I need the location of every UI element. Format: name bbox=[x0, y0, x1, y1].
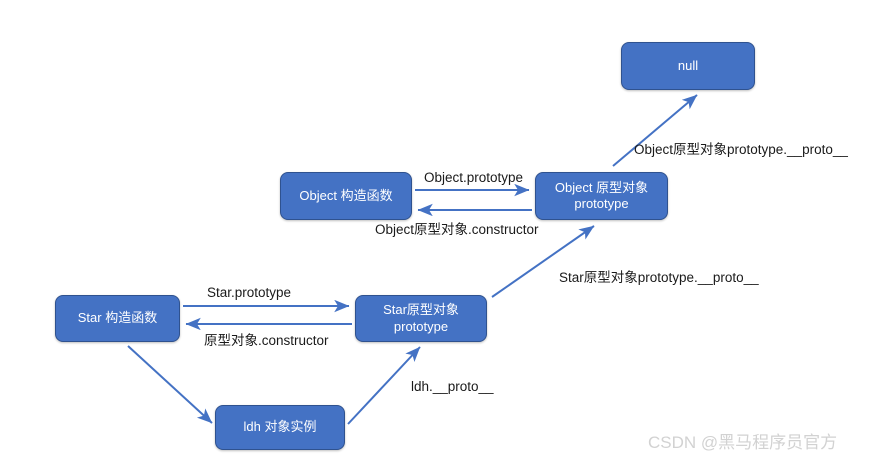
edge-label-star-prototype-to-star-constructor: 原型对象.constructor bbox=[204, 333, 329, 348]
star-prototype-node[interactable]: Star原型对象 prototype bbox=[355, 295, 487, 342]
edge-label-ldh-to-star-prototype: ldh.__proto__ bbox=[411, 379, 494, 394]
object-constructor-node[interactable]: Object 构造函数 bbox=[280, 172, 412, 220]
star-constructor-node[interactable]: Star 构造函数 bbox=[55, 295, 180, 342]
null-node[interactable]: null bbox=[621, 42, 755, 90]
ldh-instance-label-line1: ldh 对象实例 bbox=[243, 419, 317, 435]
edge-label-object-constructor-to-object-prototype: Object.prototype bbox=[424, 170, 524, 185]
star-constructor-label-line1: Star 构造函数 bbox=[77, 310, 158, 326]
star-prototype-label-line2: prototype bbox=[393, 318, 449, 334]
object-prototype-node[interactable]: Object 原型对象 prototype bbox=[535, 172, 668, 220]
object-prototype-label-line2: prototype bbox=[574, 196, 629, 211]
edge-label-star-constructor-to-star-prototype: Star.prototype bbox=[207, 285, 292, 300]
object-constructor-label-line1: Object 构造函数 bbox=[299, 187, 393, 203]
arrow-ldh-to-star-prototype bbox=[347, 346, 421, 425]
null-node-label-line1: null bbox=[677, 57, 699, 73]
arrow-star-constructor-to-ldh bbox=[127, 345, 213, 424]
edge-label-star-prototype-to-object-prototype: Star原型对象prototype.__proto__ bbox=[559, 270, 759, 285]
csdn-watermark: CSDN @黑马程序员官方 bbox=[648, 433, 838, 452]
star-prototype-label-line1: Star原型对象 bbox=[383, 302, 459, 318]
edge-label-object-prototype-to-null: Object原型对象prototype.__proto__ bbox=[634, 142, 848, 157]
ldh-instance-node[interactable]: ldh 对象实例 bbox=[215, 405, 345, 450]
edge-label-object-prototype-to-object-constructor: Object原型对象.constructor bbox=[375, 222, 539, 237]
object-prototype-label-line1: Object 原型对象 bbox=[554, 179, 649, 195]
